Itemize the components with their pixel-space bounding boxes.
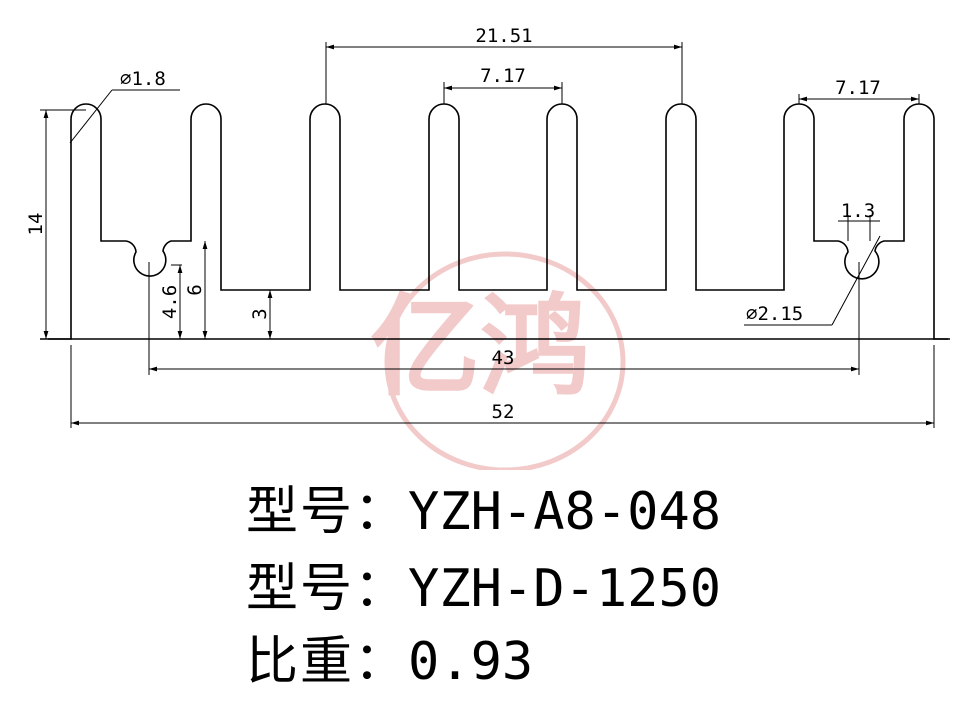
watermark-text: 亿鸿 bbox=[370, 283, 590, 411]
density-label: 比重： bbox=[246, 632, 409, 692]
model-line-1: 型号：YZH-A8-048 bbox=[246, 486, 721, 538]
dim-text-7-17-center: 7.17 bbox=[480, 65, 526, 87]
model-value-1: YZH-A8-048 bbox=[408, 482, 722, 542]
dim-text-3: 3 bbox=[249, 308, 271, 319]
dim-text-dia-1-8: ⌀1.8 bbox=[120, 68, 166, 90]
dim-text-52: 52 bbox=[492, 401, 515, 423]
leader-dia-2-15 bbox=[831, 235, 881, 326]
density-line: 比重：0.93 bbox=[246, 636, 533, 688]
model-label-1: 型号： bbox=[246, 482, 409, 542]
dim-text-21-51: 21.51 bbox=[475, 25, 532, 47]
model-line-2: 型号：YZH-D-1250 bbox=[246, 563, 721, 615]
density-value: 0.93 bbox=[408, 632, 534, 692]
dim-text-7-17-right: 7.17 bbox=[835, 77, 881, 99]
watermark-logo: 亿鸿 bbox=[370, 251, 626, 470]
dim-text-6: 6 bbox=[184, 284, 206, 295]
model-value-2: YZH-D-1250 bbox=[408, 559, 722, 619]
dim-text-1-3: 1.3 bbox=[841, 200, 875, 222]
heatsink-profile-drawing: 亿鸿 ⌀1.8 2 bbox=[25, 25, 950, 470]
dim-text-4-6: 4.6 bbox=[159, 285, 181, 319]
dim-text-dia-2-15: ⌀2.15 bbox=[746, 303, 803, 325]
dim-text-14: 14 bbox=[25, 213, 47, 236]
leader-dia-1-8 bbox=[69, 89, 113, 144]
dim-text-43: 43 bbox=[492, 347, 515, 369]
model-label-2: 型号： bbox=[246, 559, 409, 619]
